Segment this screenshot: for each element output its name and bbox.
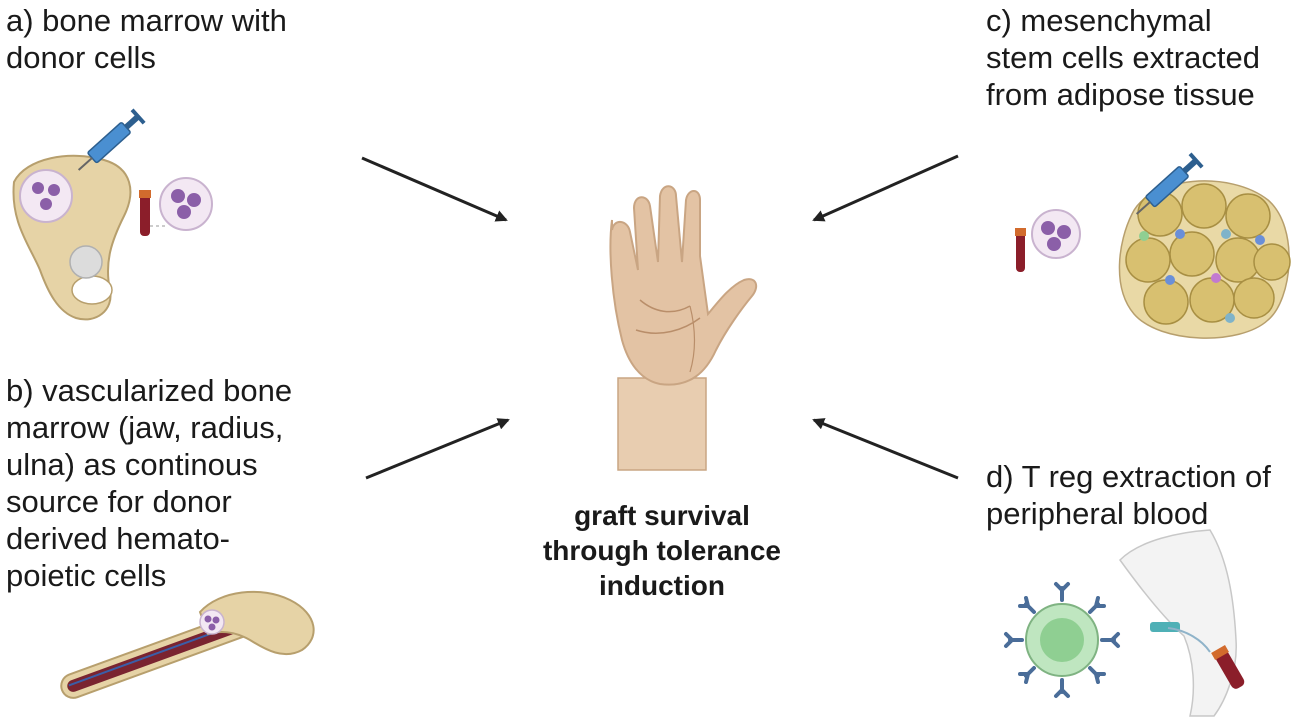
panel-d-label: d) T reg extraction of peripheral blood xyxy=(986,459,1271,531)
adipose-tissue-icon xyxy=(1118,180,1291,339)
panel-c-label: c) mesenchymal stem cells extracted from… xyxy=(986,3,1260,112)
blood-tube-icon xyxy=(1015,228,1026,272)
blood-tube-icon xyxy=(139,190,151,236)
arrow-d xyxy=(812,418,959,480)
hand-icon xyxy=(609,185,758,471)
femur-icon xyxy=(60,590,315,699)
arm-iv-icon xyxy=(1119,529,1245,717)
syringe-icon xyxy=(77,108,146,171)
treg-cell-icon xyxy=(1004,582,1120,698)
cell-magnifier-icon xyxy=(1031,209,1081,259)
arrow-b xyxy=(365,418,510,480)
panel-b-label: b) vascularized bone marrow (jaw, radius… xyxy=(6,373,293,593)
syringe-icon xyxy=(1135,152,1204,215)
arrow-c xyxy=(812,154,959,222)
center-caption: graft survival through tolerance inducti… xyxy=(542,500,781,601)
arrow-a xyxy=(361,156,508,222)
cell-magnifier-icon xyxy=(150,177,213,231)
panel-a-label: a) bone marrow with donor cells xyxy=(6,3,287,75)
cell-magnifier-icon xyxy=(19,169,73,223)
